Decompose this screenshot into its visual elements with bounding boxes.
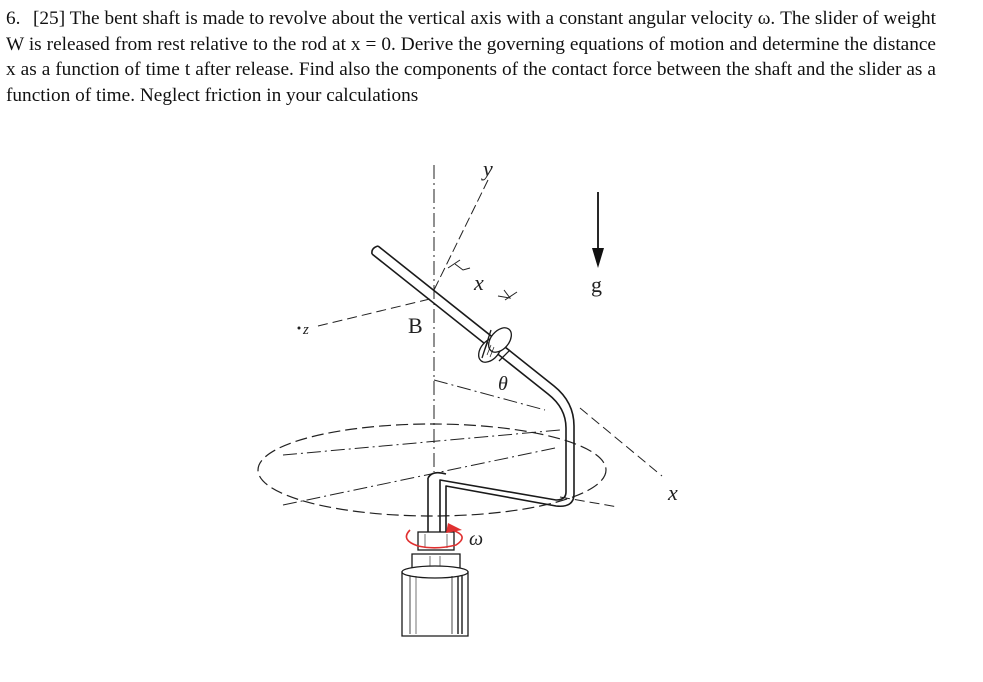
x-axis-lower-line — [559, 496, 619, 508]
x-dimension-ext-lower — [504, 291, 518, 301]
ellipse-chord-2 — [282, 447, 556, 506]
label-y: y — [481, 156, 493, 181]
motor-base — [401, 531, 469, 637]
label-g: g — [591, 272, 602, 297]
y-axis-line — [433, 179, 489, 291]
label-omega: ω — [469, 528, 483, 550]
label-theta: θ — [498, 373, 508, 395]
x-dimension-ext-upper — [447, 259, 461, 269]
problem-statement: 6.[25] The bent shaft is made to revolve… — [6, 6, 936, 108]
problem-number: 6. — [6, 8, 21, 29]
ellipse-chord-1 — [282, 429, 561, 456]
omega-rotation-arrow — [405, 523, 463, 549]
x-dimension-arrow-left — [454, 263, 471, 271]
z-dot — [297, 326, 301, 330]
label-x-dimension: x — [473, 270, 484, 295]
slider-collar — [478, 327, 512, 363]
theta-reference-line — [433, 379, 546, 411]
x-axis-line — [579, 407, 663, 477]
label-B: B — [408, 313, 423, 338]
bent-shaft — [371, 245, 575, 532]
x-dimension-arrow-right — [497, 289, 512, 299]
label-z: z — [302, 322, 309, 338]
rotation-ellipse — [257, 423, 607, 517]
problem-text: [25] The bent shaft is made to revolve a… — [6, 8, 936, 106]
gravity-arrow-head — [592, 248, 604, 268]
label-x-axis: x — [667, 480, 678, 505]
z-axis-line — [317, 297, 435, 327]
